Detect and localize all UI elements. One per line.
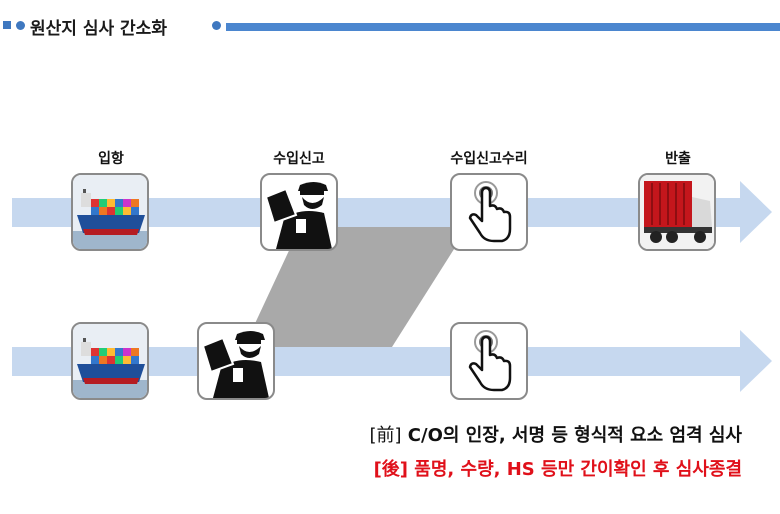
touch-hand-icon xyxy=(468,181,512,243)
touch-hand-icon xyxy=(468,330,512,392)
stage-box-release xyxy=(638,173,716,251)
note-after-text: 품명, 수량, HS 등만 간이확인 후 심사종결 xyxy=(408,459,742,480)
stage-label-release: 반출 xyxy=(665,151,691,167)
page-title: 원산지 심사 간소화 xyxy=(30,19,167,39)
stage-box-declaration xyxy=(260,173,338,251)
cargo-ship-icon xyxy=(73,175,147,249)
header-bullet-icon xyxy=(16,21,25,30)
stage-label-acceptance: 수입신고수리 xyxy=(450,151,528,167)
stage-box-acceptance-simplified xyxy=(450,322,528,400)
cargo-ship-icon xyxy=(73,324,147,398)
top-flow-arrow xyxy=(12,181,772,243)
container-truck-icon xyxy=(640,175,714,249)
header-bullet-icon xyxy=(212,21,221,30)
note-after-tag: [後] xyxy=(373,459,409,480)
customs-officer-icon xyxy=(201,331,269,398)
stage-box-declaration-simplified xyxy=(197,322,275,400)
bottom-flow-arrow xyxy=(12,330,772,392)
stage-box-arrival xyxy=(71,173,149,251)
customs-officer-icon xyxy=(264,182,332,249)
section-header: 원산지 심사 간소화 xyxy=(0,8,780,39)
stage-box-acceptance xyxy=(450,173,528,251)
shortcut-band xyxy=(244,227,468,347)
header-rule xyxy=(226,23,780,31)
note-after: [後] 품명, 수량, HS 등만 간이확인 후 심사종결 xyxy=(374,458,742,482)
stage-label-arrival: 입항 xyxy=(98,151,124,167)
note-before: [前] C/O의 인장, 서명 등 형식적 요소 엄격 심사 xyxy=(369,424,742,448)
note-before-tag: [前] xyxy=(369,425,402,446)
stage-label-declaration: 수입신고 xyxy=(273,151,325,167)
note-before-text: C/O의 인장, 서명 등 형식적 요소 엄격 심사 xyxy=(401,425,742,446)
stage-box-arrival-simplified xyxy=(71,322,149,400)
header-square-icon xyxy=(3,21,11,29)
